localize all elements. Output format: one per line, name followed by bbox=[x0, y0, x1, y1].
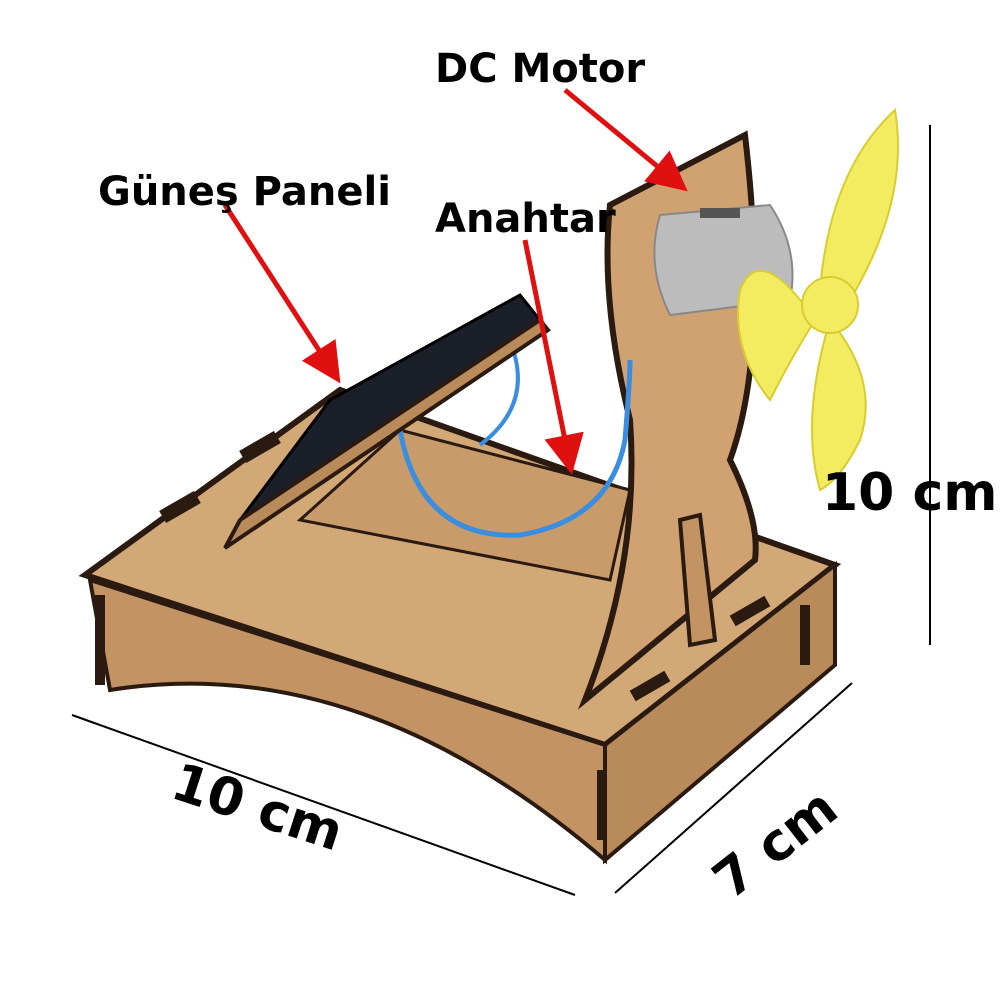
label-dc-motor: DC Motor bbox=[435, 46, 645, 92]
label-height: 10 cm bbox=[822, 463, 997, 523]
dimension-lines bbox=[71, 125, 931, 896]
solar-panel bbox=[223, 293, 551, 550]
label-depth: 7 cm bbox=[702, 778, 849, 911]
label-width: 10 cm bbox=[165, 752, 350, 863]
switch-arrow bbox=[522, 239, 584, 475]
label-switch: Anahtar bbox=[435, 196, 616, 242]
label-solar-panel: Güneş Paneli bbox=[98, 169, 391, 215]
fan-propeller bbox=[737, 108, 899, 492]
motor-arrow bbox=[563, 88, 688, 192]
depth-line bbox=[614, 682, 853, 894]
wire bbox=[397, 359, 633, 538]
annotation-arrows bbox=[222, 88, 688, 475]
width-line bbox=[71, 714, 576, 896]
panel-arrow bbox=[222, 203, 341, 384]
